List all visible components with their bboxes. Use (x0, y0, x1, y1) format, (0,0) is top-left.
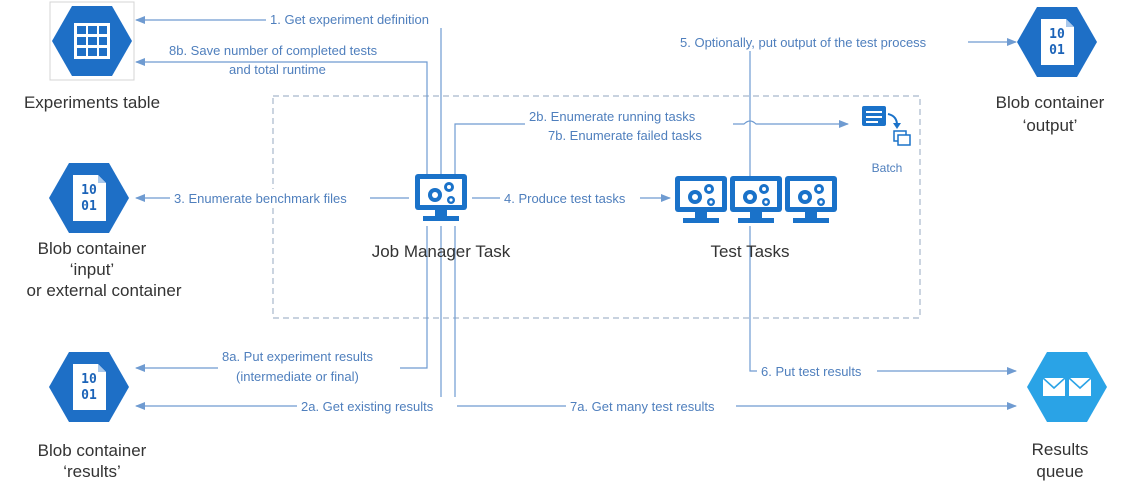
gear-monitor-icon (675, 176, 727, 223)
job-manager-label: Job Manager Task (372, 242, 511, 261)
svg-text:10: 10 (1049, 27, 1065, 42)
edge-2b-7b-line (454, 120, 849, 190)
blob-input-label-line3: or external container (27, 281, 182, 300)
edge-8b-label-line2: and total runtime (229, 62, 326, 77)
edge-7b-label: 7b. Enumerate failed tasks (548, 128, 702, 143)
edge-6-line (749, 226, 1017, 375)
blob-output-label-line2: ‘output’ (1023, 116, 1078, 135)
edge-7a-label: 7a. Get many test results (570, 399, 715, 414)
edge-2a-label: 2a. Get existing results (301, 399, 434, 414)
blob-input-label-line2: ‘input’ (70, 260, 114, 279)
batch-node: Batch (862, 106, 911, 175)
results-queue-label-line2: queue (1036, 462, 1083, 481)
blob-output-label-line1: Blob container (996, 93, 1105, 112)
results-queue-label-line1: Results (1032, 440, 1089, 459)
blob-results-label-line1: Blob container (38, 441, 147, 460)
edge-1-label: 1. Get experiment definition (270, 12, 429, 27)
batch-label: Batch (872, 161, 903, 175)
svg-text:01: 01 (81, 199, 97, 214)
table-icon (52, 6, 132, 76)
edge-3-label: 3. Enumerate benchmark files (174, 191, 347, 206)
gear-monitor-icon (415, 174, 467, 221)
blob-results-label-line2: ‘results’ (63, 462, 121, 481)
edge-8b-line (135, 58, 428, 190)
gear-monitor-icon (785, 176, 837, 223)
svg-text:10: 10 (81, 372, 97, 387)
batch-icon (862, 106, 911, 146)
edge-8b-label-line1: 8b. Save number of completed tests (169, 43, 378, 58)
blob-binary-icon: 10 01 (49, 352, 129, 422)
blob-binary-icon: 10 01 (49, 163, 129, 233)
gear-monitor-icon (730, 176, 782, 223)
blob-binary-icon: 10 01 (1017, 7, 1097, 77)
test-tasks-label: Test Tasks (710, 242, 789, 261)
job-manager-node: Job Manager Task (372, 174, 511, 261)
queue-mail-icon (1027, 352, 1107, 422)
results-queue-node: Results queue (1027, 352, 1107, 481)
blob-input-node: 10 01 Blob container ‘input’ or external… (27, 163, 182, 300)
svg-text:01: 01 (1049, 43, 1065, 58)
edge-4-label: 4. Produce test tasks (504, 191, 626, 206)
blob-output-node: 10 01 Blob container ‘output’ (996, 7, 1105, 135)
experiments-table-label: Experiments table (24, 93, 160, 112)
blob-input-label-line1: Blob container (38, 239, 147, 258)
edge-8a-label-line1: 8a. Put experiment results (222, 349, 374, 364)
blob-results-node: 10 01 Blob container ‘results’ (38, 352, 147, 481)
svg-text:10: 10 (81, 183, 97, 198)
edge-6-label: 6. Put test results (761, 364, 862, 379)
batch-boundary (272, 95, 921, 319)
edge-2b-label: 2b. Enumerate running tasks (529, 109, 696, 124)
test-tasks-node: Test Tasks (675, 176, 837, 261)
edge-8a-label-line2: (intermediate or final) (236, 369, 359, 384)
edge-5-label: 5. Optionally, put output of the test pr… (680, 35, 927, 50)
svg-text:01: 01 (81, 388, 97, 403)
experiments-table-node: Experiments table (24, 1, 160, 112)
